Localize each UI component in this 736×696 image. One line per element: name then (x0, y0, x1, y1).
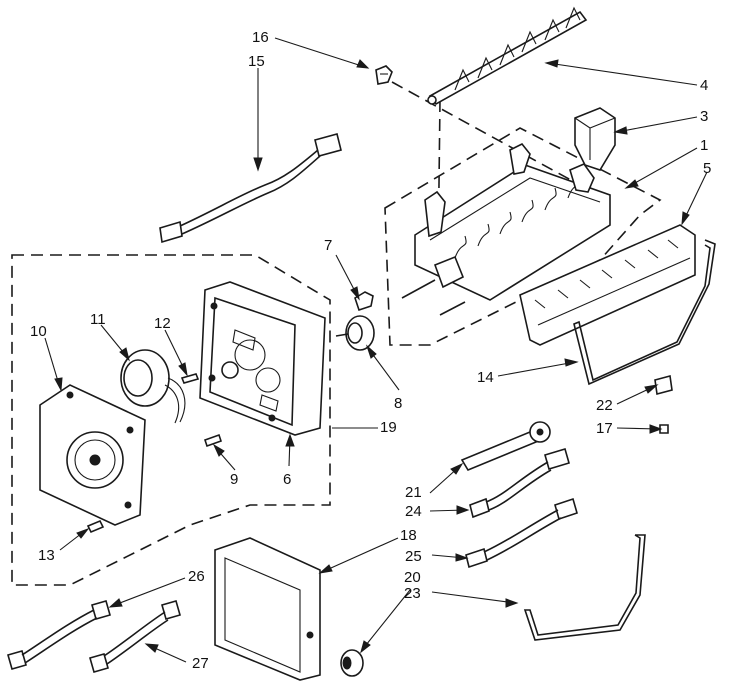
part-26-harness (7, 600, 111, 670)
part-18-cover (214, 537, 321, 681)
part-8-thermostat (335, 315, 375, 351)
callout-9: 9 (230, 471, 238, 488)
callout-27: 27 (192, 655, 209, 672)
part-13-screw (86, 519, 105, 534)
part-23-shutoff-arm (523, 534, 646, 641)
callout-6: 6 (283, 471, 291, 488)
part-10-mounting-plate (39, 384, 146, 526)
callout-13: 13 (38, 547, 55, 564)
part-1-ice-mold (401, 142, 611, 316)
part-14-shutoff-arm (573, 239, 716, 386)
part-3-fill-cup (574, 107, 616, 171)
part-4-ejector (427, 6, 588, 106)
part-6-control-housing (199, 281, 326, 436)
callout-25: 25 (405, 548, 422, 565)
assembly-19-dashed-outline (11, 254, 331, 586)
part-25-harness (465, 497, 578, 569)
callout-4: 4 (700, 77, 708, 94)
part-9-screw (203, 433, 223, 448)
part-24-harness (469, 448, 570, 519)
callout-7: 7 (324, 237, 332, 254)
part-17-screw (659, 424, 669, 434)
callout-10: 10 (30, 323, 47, 340)
callout-16: 16 (252, 29, 269, 46)
callout-22: 22 (596, 397, 613, 414)
callout-12: 12 (154, 315, 171, 332)
callout-14: 14 (477, 369, 494, 386)
part-27-harness (89, 600, 181, 673)
callout-18: 18 (400, 527, 417, 544)
callout-5: 5 (703, 160, 711, 177)
callout-23: 23 (404, 585, 421, 602)
part-5-ice-stripper (519, 224, 696, 346)
callout-19: 19 (380, 419, 397, 436)
callout-17: 17 (596, 420, 613, 437)
callout-8: 8 (394, 395, 402, 412)
leader-lines (44, 37, 708, 663)
part-15-wiring-harness (159, 133, 342, 244)
callout-26: 26 (188, 568, 205, 585)
callout-3: 3 (700, 108, 708, 125)
part-22-bracket (654, 374, 673, 396)
part-20-knob (340, 649, 364, 677)
part-12-screw (180, 373, 200, 384)
part-16-dashed-leader (391, 81, 581, 186)
callout-20: 20 (404, 569, 421, 586)
callout-15: 15 (248, 53, 265, 70)
callout-21: 21 (405, 484, 422, 501)
part-11-motor (120, 349, 186, 424)
callout-11: 11 (90, 311, 106, 328)
assembly-1-dashed-outline (384, 127, 662, 346)
callout-24: 24 (405, 503, 422, 520)
callout-labels: 16 15 4 3 1 5 7 10 11 12 8 19 14 22 17 9… (30, 29, 711, 672)
part-7-clip (354, 291, 374, 312)
part-21-sensor (460, 421, 551, 472)
part-16-clip (375, 65, 393, 85)
callout-1: 1 (700, 137, 708, 154)
